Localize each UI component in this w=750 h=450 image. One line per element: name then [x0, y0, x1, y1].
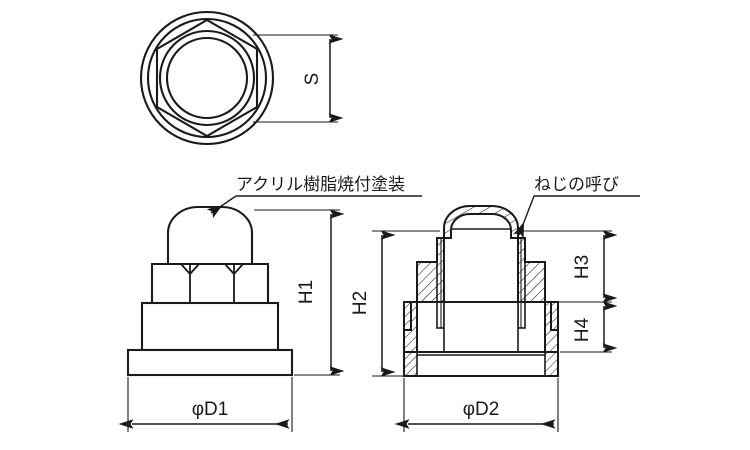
dimension-h1: H1	[254, 209, 345, 376]
dimension-label-h4: H4	[572, 317, 593, 342]
front-elevation-view	[126, 205, 294, 377]
dimension-d1: φD1	[118, 377, 293, 432]
top-view-outer-circle	[139, 10, 275, 146]
front-view-flange	[126, 348, 294, 377]
dimension-label-h2: H2	[350, 291, 371, 315]
section-lower-right-step	[550, 301, 559, 331]
section-thread-left	[436, 237, 445, 329]
coating-leader-line	[206, 195, 237, 219]
dimension-label-d1: φD1	[192, 399, 229, 420]
front-view-hex-body	[150, 262, 270, 305]
coating-annotation: アクリル樹脂焼付塗装	[206, 174, 422, 219]
dimension-label-d2: φD2	[463, 399, 500, 420]
top-view-second-circle	[146, 17, 268, 139]
front-view-collar	[140, 301, 280, 352]
section-flange-right-hatch	[544, 351, 559, 377]
top-view-inner-circle	[165, 36, 249, 120]
front-view-chamfer-left	[180, 263, 200, 276]
dimension-s: S	[253, 34, 344, 123]
dimension-label-h1: H1	[296, 280, 317, 304]
front-view-dome-cap	[166, 205, 254, 264]
front-view-chamfer-right	[224, 263, 244, 276]
dimension-h2: H2	[350, 230, 440, 377]
section-thread-right	[517, 237, 526, 329]
thread-leader-line	[513, 195, 535, 239]
section-lower-left-step	[403, 301, 412, 331]
thread-label: ねじの呼び	[534, 175, 619, 195]
section-flange-left-hatch	[403, 351, 418, 377]
dimension-h4: H4	[560, 301, 618, 353]
thread-annotation: ねじの呼び	[513, 175, 640, 239]
top-view-third-circle	[158, 29, 256, 127]
dimension-label-s: S	[302, 73, 323, 86]
top-view-hexagon	[155, 18, 259, 138]
dimension-label-h3: H3	[572, 255, 593, 279]
coating-label: アクリル樹脂焼付塗装	[236, 174, 405, 195]
section-dome-shell	[443, 205, 519, 239]
dimension-d2: φD2	[394, 378, 559, 432]
section-bore-cavity	[443, 301, 519, 353]
top-view	[139, 10, 275, 146]
dimension-h3: H3	[520, 230, 618, 303]
